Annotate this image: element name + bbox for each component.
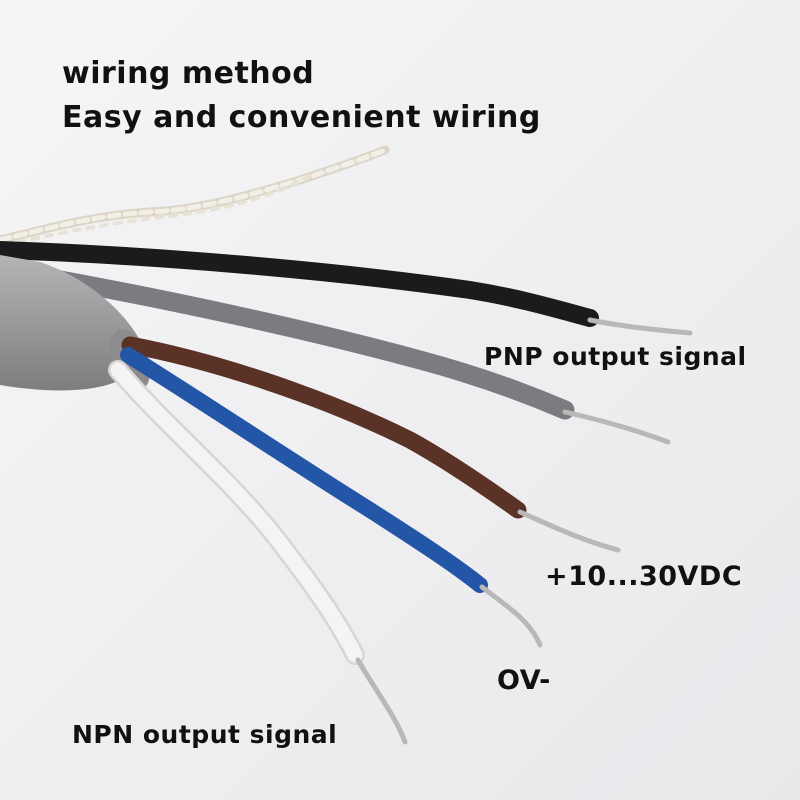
brown-wire xyxy=(121,336,527,519)
title-line-2: Easy and convenient wiring xyxy=(62,100,541,135)
blue-wire-conductor xyxy=(479,584,543,648)
gray-wire xyxy=(50,270,575,420)
white-wire-conductor xyxy=(355,657,408,745)
pnp-output-label: PNP output signal xyxy=(484,342,747,371)
black-wire xyxy=(0,241,599,327)
black-wire-conductor xyxy=(587,317,693,336)
npn-output-label: NPN output signal xyxy=(72,720,338,749)
ground-label: OV- xyxy=(497,665,551,696)
cable-jacket xyxy=(0,255,140,391)
title-line-1: wiring method xyxy=(62,56,315,91)
fiber-strand xyxy=(0,145,390,247)
blue-wire xyxy=(120,347,488,593)
supply-voltage-label: +10...30VDC xyxy=(545,561,743,592)
brown-wire-conductor xyxy=(517,509,621,553)
gray-wire-conductor xyxy=(562,409,671,445)
